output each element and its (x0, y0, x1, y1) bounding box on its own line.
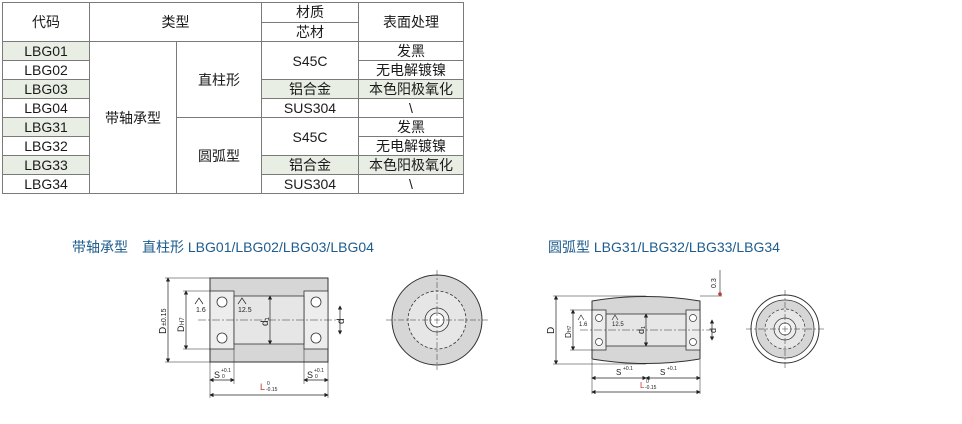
label-S-tol-top: +0.1 (221, 368, 231, 374)
main-type-cell: 带轴承型 (89, 41, 177, 194)
row-surface: 本色阳极氧化 (358, 79, 464, 99)
caption-arc: 圆弧型 LBG31/LBG32/LBG33/LBG34 (548, 239, 780, 255)
row-code: LBG33 (2, 155, 90, 175)
header-surface: 表面处理 (358, 2, 464, 42)
row-code: LBG01 (2, 41, 90, 61)
table-row: LBG04 SUS304 \ (2, 98, 464, 118)
label-roughness-b: 12.5 (612, 322, 624, 328)
row-surface: 本色阳极氧化 (358, 155, 464, 175)
arc-end-view (746, 290, 824, 368)
table-row: LBG01 带轴承型 直柱形 S45C 发黑 (2, 41, 464, 194)
label-S-right: S (660, 368, 665, 377)
label-S-tol-top: +0.1 (623, 366, 633, 372)
label-L: L (260, 382, 265, 392)
label-S-tol-bot: 0 (315, 374, 318, 380)
row-code: LBG32 (2, 136, 90, 156)
caption-straight: 带轴承型 直柱形 LBG01/LBG02/LBG03/LBG04 (72, 239, 374, 255)
straight-side-view: D ±0.15 D H7 1.6 12.5 d₁ d S +0.1 0 S +0… (158, 277, 347, 398)
row-code: LBG34 (2, 174, 90, 194)
table-row: LBG33 铝合金 本色阳极氧化 (2, 155, 464, 175)
label-S-right: S (307, 370, 313, 380)
arc-side-view: D D H7 1.6 12.5 d₁ d 0.3 S +0.1 S +0.1 L (546, 270, 722, 395)
label-S-left: S (214, 370, 220, 380)
table-row: LBG31 圆弧型 S45C 发黑 (2, 117, 464, 194)
table-row: LBG34 SUS304 \ (2, 174, 464, 194)
straight-end-view (386, 270, 488, 370)
spec-table: 代码 类型 材质 表面处理 芯材 LBG01 带轴承型 直柱形 S45C 发黑 … (2, 2, 464, 194)
row-code: LBG03 (2, 79, 90, 99)
label-L-tol-top: 0 (267, 381, 270, 387)
label-D-bore: D (176, 325, 186, 332)
label-S-tol-bot: 0 (222, 374, 225, 380)
label-d1: d₁ (636, 326, 646, 334)
row-code: LBG02 (2, 60, 90, 80)
row-material: S45C (261, 41, 359, 80)
table-row: LBG32 无电解镀镍 (2, 136, 464, 156)
label-crown: 0.3 (711, 278, 718, 288)
label-D-bore-tol: H7 (567, 325, 573, 332)
label-D-bore: D (564, 332, 573, 338)
row-surface: 发黑 (358, 117, 464, 137)
label-d: d (708, 328, 718, 333)
label-D: D (158, 327, 169, 334)
label-d: d (336, 318, 347, 324)
header-core-material: 芯材 (261, 21, 359, 42)
row-material: 铝合金 (261, 155, 359, 175)
label-roughness-a: 1.6 (579, 322, 588, 328)
label-L-tol-bot: -0.15 (645, 385, 657, 391)
label-D: D (546, 327, 557, 334)
label-L-tol-bot: -0.15 (266, 387, 278, 393)
subtype-straight: 直柱形 (176, 41, 262, 118)
table-row: LBG03 铝合金 本色阳极氧化 (2, 79, 464, 99)
label-d1: d₁ (260, 316, 271, 326)
header-material: 材质 (261, 2, 359, 23)
label-L: L (640, 381, 645, 390)
label-roughness-a: 1.6 (196, 307, 206, 314)
row-surface: 无电解镀镍 (358, 60, 464, 80)
row-material: SUS304 (261, 174, 359, 194)
label-roughness-b: 12.5 (238, 307, 252, 314)
label-S-left: S (616, 368, 621, 377)
row-surface: 发黑 (358, 41, 464, 61)
header-code: 代码 (2, 2, 90, 42)
label-D-tol: ±0.15 (161, 308, 168, 326)
label-S-tol-top: +0.1 (314, 368, 324, 374)
row-code: LBG31 (2, 117, 90, 137)
row-material: 铝合金 (261, 79, 359, 99)
label-D-bore-tol: H7 (180, 317, 186, 325)
label-L-tol-top: 0 (646, 379, 649, 385)
row-surface: \ (358, 174, 464, 194)
row-surface: \ (358, 98, 464, 118)
label-S-tol-top: +0.1 (667, 366, 677, 372)
table-row: LBG02 无电解镀镍 (2, 60, 464, 80)
